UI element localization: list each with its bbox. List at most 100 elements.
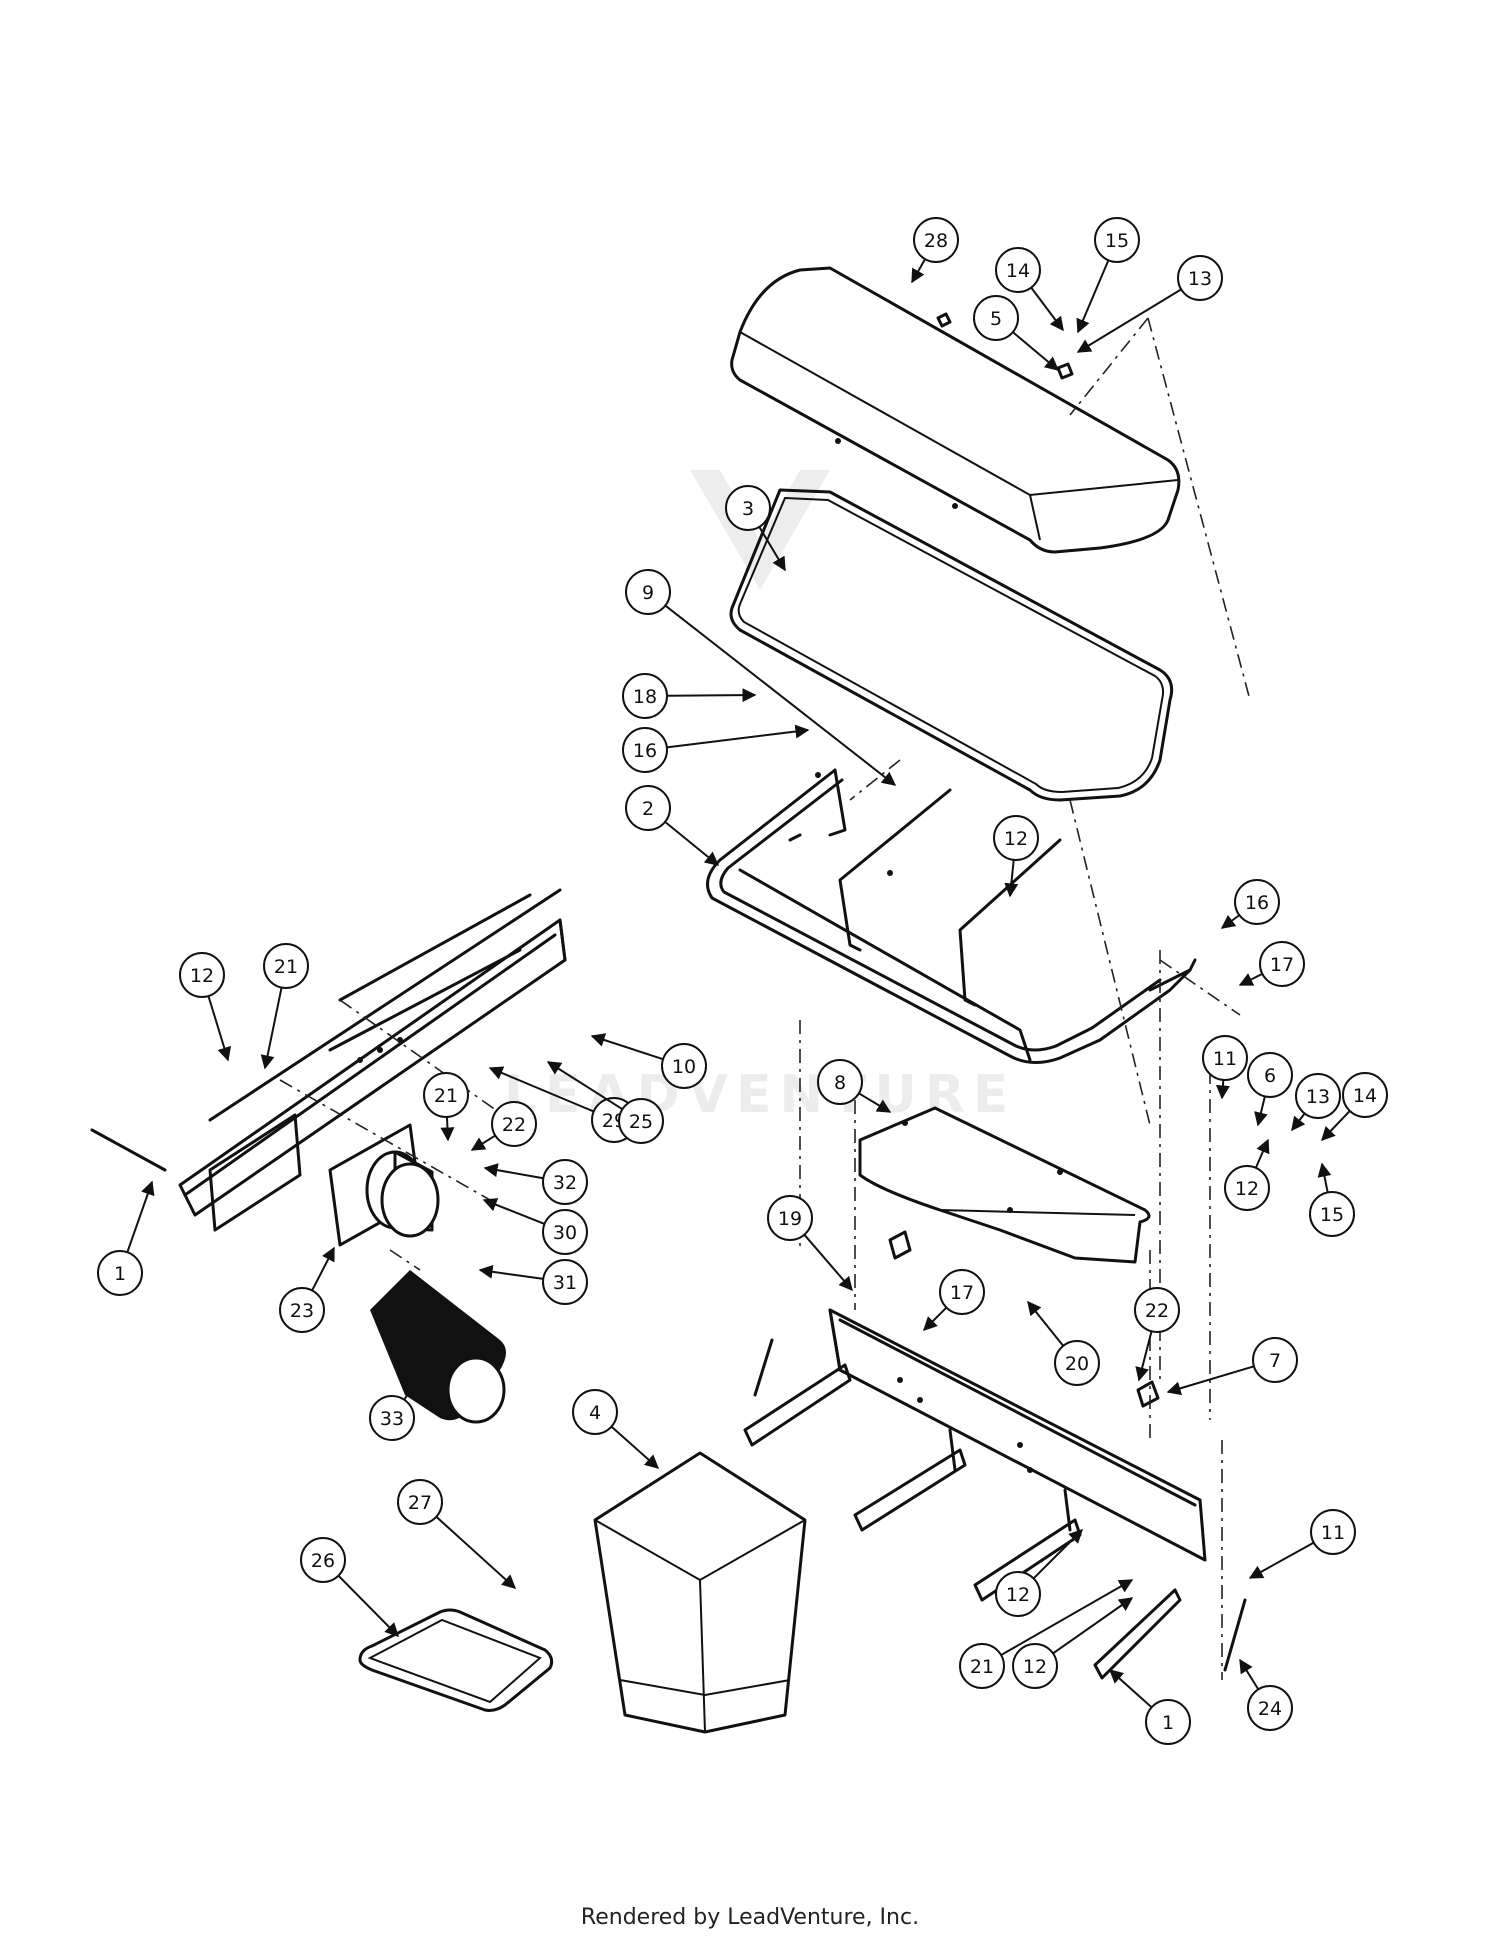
callout-bubble [1252, 1337, 1298, 1383]
callout-leader [1317, 1162, 1332, 1193]
callout-number: 11 [1213, 1048, 1237, 1070]
part-lower-frame [743, 1230, 1247, 1680]
callout-leader [590, 1033, 664, 1061]
callout-number: 17 [950, 1282, 974, 1304]
callout-bubble [572, 1389, 618, 1435]
callout-leader [1239, 1658, 1260, 1690]
callout-leader [666, 724, 810, 749]
callout-bubble [1310, 1509, 1356, 1555]
part-shield [858, 1106, 1151, 1264]
callout-bubble [625, 569, 671, 615]
callout-bubble [618, 1098, 664, 1144]
callout-bubble [1247, 1052, 1293, 1098]
callout-bubble [542, 1259, 588, 1305]
callout-number: 7 [1269, 1350, 1281, 1372]
callout-bubble [725, 485, 771, 531]
callout-number: 12 [190, 965, 214, 987]
callout-leader [1012, 331, 1060, 371]
part-upper-frame [706, 768, 1197, 1064]
callout-leader [664, 604, 897, 786]
callout-number: 23 [290, 1300, 314, 1322]
callout-bubble [1094, 217, 1140, 263]
part-hose [370, 1270, 506, 1424]
callout-bubble [369, 1395, 415, 1441]
callout-leader [666, 688, 757, 703]
callout-leader [1291, 1112, 1306, 1132]
callout-number: 16 [633, 740, 657, 762]
callout-number: 30 [553, 1222, 577, 1244]
callout-number: 9 [642, 582, 654, 604]
callout-number: 18 [633, 686, 657, 708]
callout-bubble [995, 247, 1041, 293]
callout-bubble [1309, 1191, 1355, 1237]
callout-leader [1076, 259, 1110, 334]
part-adapter-plate [328, 1123, 440, 1247]
callout-bubble [397, 1479, 443, 1525]
callout-leader [1004, 859, 1019, 898]
callout-leader [1135, 1331, 1153, 1382]
callout-bubble [1342, 1072, 1388, 1118]
callout-bubble [1234, 879, 1280, 925]
callout-leader [610, 1425, 660, 1469]
callout-number: 17 [1270, 954, 1294, 976]
callout-leader [1030, 287, 1064, 332]
callout-leader [1052, 1597, 1134, 1655]
callout-number: 21 [970, 1656, 994, 1678]
callout-bubble [1177, 255, 1223, 301]
callout-number: 11 [1321, 1522, 1345, 1544]
callout-bubble [622, 727, 668, 773]
callout-number: 21 [434, 1085, 458, 1107]
part-lid [730, 266, 1181, 554]
callout-number: 26 [311, 1550, 335, 1572]
callout-leader [403, 1350, 437, 1401]
callout-bubble [1224, 1165, 1270, 1211]
callout-number: 19 [778, 1208, 802, 1230]
callout-bubble [300, 1537, 346, 1583]
callout-bubble [817, 1059, 863, 1105]
callout-leader [1254, 1138, 1270, 1169]
callout-number: 27 [408, 1492, 432, 1514]
callout-leader [207, 995, 232, 1062]
callout-bubble [625, 785, 671, 831]
callout-bubble [491, 1101, 537, 1147]
callout-bubble [1202, 1035, 1248, 1081]
callout-leader [1032, 1529, 1083, 1580]
callout-number: 8 [834, 1072, 846, 1094]
callout-leader [1076, 288, 1182, 353]
callout-number: 16 [1245, 892, 1269, 914]
callout-number: 25 [629, 1111, 653, 1133]
callout-number: 31 [553, 1272, 577, 1294]
callout-leader [1166, 1365, 1255, 1396]
callout-number: 12 [1235, 1178, 1259, 1200]
footer-credit: Rendered by LeadVenture, Inc. [580, 1905, 920, 1930]
callout-number: 21 [274, 956, 298, 978]
callout-bubble [179, 952, 225, 998]
callout-leader [1215, 1079, 1230, 1100]
callout-leader [483, 1163, 544, 1180]
callout-leader [1108, 1669, 1153, 1709]
callout-bubble [1247, 1685, 1293, 1731]
callout-leader [1248, 1541, 1315, 1579]
callout-bubble [423, 1072, 469, 1118]
callout-leader [1000, 1579, 1134, 1656]
callout-leader [858, 1092, 892, 1113]
callout-leader [1220, 914, 1240, 929]
callout-number: 12 [1023, 1656, 1047, 1678]
callout-number: 28 [924, 230, 948, 252]
callout-number: 13 [1306, 1086, 1330, 1108]
callout-number: 14 [1006, 260, 1030, 282]
callout-number: 14 [1353, 1085, 1377, 1107]
callout-number: 1 [1162, 1712, 1174, 1734]
callout-bubble [622, 673, 668, 719]
callout-leader [482, 1198, 545, 1225]
callout-number: 15 [1320, 1204, 1344, 1226]
callout-bubble [661, 1043, 707, 1089]
callout-leader [1321, 1110, 1351, 1142]
callout-number: 22 [1145, 1300, 1169, 1322]
callout-leader [478, 1264, 544, 1280]
callout-bubble [1012, 1643, 1058, 1689]
callout-leader [758, 526, 786, 572]
callout-leader [803, 1234, 853, 1292]
callout-bubble [913, 217, 959, 263]
